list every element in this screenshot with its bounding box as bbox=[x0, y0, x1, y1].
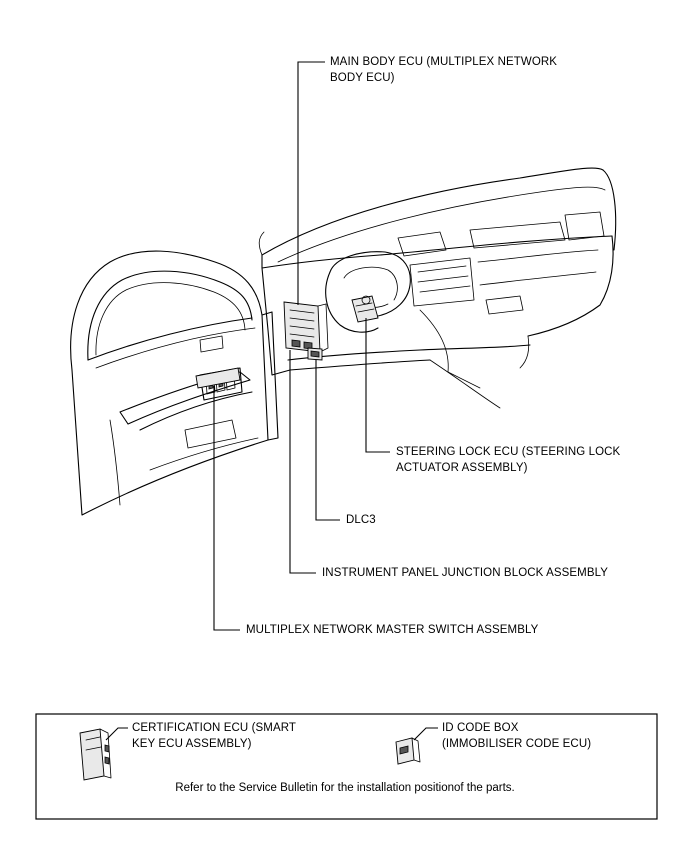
master-switch-label: MULTIPLEX NETWORK MASTER SWITCH ASSEMBLY bbox=[246, 624, 539, 636]
id-code-box-label-line2: (IMMOBILISER CODE ECU) bbox=[442, 738, 592, 750]
id-code-box-label-line1: ID CODE BOX bbox=[442, 722, 519, 734]
leader-lines bbox=[213, 61, 390, 631]
junction-block-label: INSTRUMENT PANEL JUNCTION BLOCK ASSEMBLY bbox=[322, 567, 609, 579]
steering-lock-ecu-icon bbox=[351, 295, 379, 323]
car-interior-illustration bbox=[70, 167, 617, 516]
dlc3-label: DLC3 bbox=[346, 514, 376, 526]
main-body-ecu-icon bbox=[283, 301, 329, 353]
main-body-ecu-label-line1: MAIN BODY ECU (MULTIPLEX NETWORK bbox=[330, 56, 558, 68]
certification-ecu-label-line2: KEY ECU ASSEMBLY) bbox=[132, 738, 252, 750]
master-switch-icon bbox=[195, 367, 241, 389]
certification-ecu-icon bbox=[79, 727, 128, 781]
main-body-ecu-label-line2: BODY ECU) bbox=[330, 72, 395, 84]
legend-box bbox=[35, 713, 658, 820]
id-code-box-icon bbox=[395, 727, 438, 765]
steering-lock-ecu-label-line2: ACTUATOR ASSEMBLY) bbox=[396, 462, 528, 474]
certification-ecu-label-line1: CERTIFICATION ECU (SMART bbox=[132, 722, 297, 734]
dlc3-connector-icon bbox=[307, 347, 323, 361]
steering-lock-ecu-label-line1: STEERING LOCK ECU (STEERING LOCK bbox=[396, 446, 621, 458]
service-bulletin-note: Refer to the Service Bulletin for the in… bbox=[175, 782, 515, 794]
